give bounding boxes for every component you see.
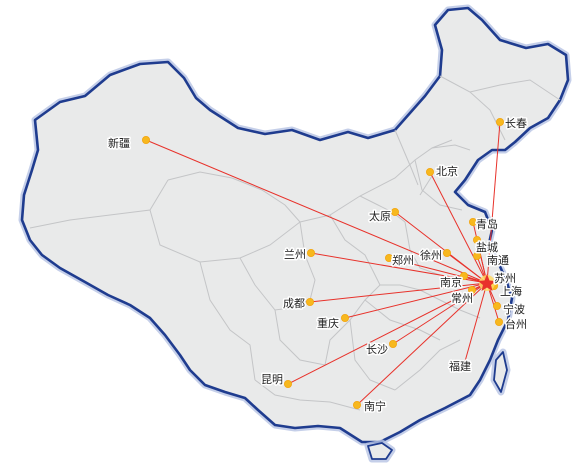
city-dot-nanjing xyxy=(459,271,468,280)
city-dot-zhengzhou xyxy=(384,253,393,262)
city-label-fujian: 福建 xyxy=(449,359,471,373)
city-dot-fujian xyxy=(459,360,468,369)
city-dot-changchun xyxy=(495,118,504,127)
city-labels: 新疆 长春北京太原青岛兰州 郑州徐州 盐城南通上海 南京常州宁波台州 成都重庆长沙福建昆明… xyxy=(107,116,529,415)
city-dot-xinjiang xyxy=(141,135,150,144)
city-dot-beijing xyxy=(425,167,434,176)
hub-label-suzhou: 苏州 xyxy=(494,272,516,285)
city-label-ningbo: 宁波 xyxy=(503,302,525,316)
country-shape xyxy=(18,4,572,446)
city-dot-nantong xyxy=(472,251,481,260)
city-label-chongqing: 重庆 xyxy=(317,316,339,330)
city-dot-xuzhou xyxy=(442,248,451,257)
city-label-xinjiang: 新疆 xyxy=(108,136,130,150)
city-label-taizhou: 台州 xyxy=(505,317,527,331)
city-dot-yancheng xyxy=(472,235,481,244)
city-dot-taizhou xyxy=(494,317,503,326)
city-label-changchun: 长春 xyxy=(505,117,527,130)
city-label-shanghai: 上海 xyxy=(500,284,522,298)
hainan-island xyxy=(364,439,396,463)
route-xuzhou xyxy=(446,252,488,284)
city-label-yancheng: 盐城 xyxy=(476,241,498,254)
city-dot-chongqing xyxy=(340,313,349,322)
city-dot-qingdao xyxy=(468,217,477,226)
city-label-chengdu: 成都 xyxy=(283,297,305,310)
route-changchun xyxy=(486,121,501,284)
city-dot-chengdu xyxy=(305,297,314,306)
hub-star-icon xyxy=(478,274,496,291)
city-label-zhengzhou: 郑州 xyxy=(392,253,414,267)
city-label-taiyuan: 太原 xyxy=(369,210,391,223)
city-label-nanning: 南宁 xyxy=(364,399,386,413)
city-label-nantong: 南通 xyxy=(487,254,509,267)
city-dot-lanzhou xyxy=(306,248,315,257)
city-dot-nanning xyxy=(352,400,361,409)
route-chongqing xyxy=(344,282,488,319)
city-dot-kunming xyxy=(283,379,292,388)
route-beijing xyxy=(429,171,488,284)
city-label-xuzhou: 徐州 xyxy=(420,248,442,262)
taiwan-island xyxy=(490,348,511,396)
city-label-nanjing: 南京 xyxy=(440,275,462,289)
route-nanning xyxy=(356,282,488,406)
route-fujian xyxy=(463,282,488,366)
city-markers xyxy=(141,118,504,409)
city-dot-taiyuan xyxy=(390,207,399,216)
city-label-kunming: 昆明 xyxy=(261,373,283,386)
city-dot-changsha xyxy=(388,339,397,348)
hub-marker-suzhou xyxy=(478,274,496,291)
route-kunming xyxy=(287,282,488,385)
city-dot-changzhou xyxy=(467,285,476,294)
route-xinjiang xyxy=(145,139,488,284)
city-label-beijing: 北京 xyxy=(436,164,458,178)
city-label-qingdao: 青岛 xyxy=(476,217,498,231)
city-label-lanzhou: 兰州 xyxy=(284,248,306,261)
route-lanzhou xyxy=(310,252,488,284)
city-label-changzhou: 常州 xyxy=(451,292,473,305)
city-label-changsha: 长沙 xyxy=(366,343,388,356)
city-dot-ningbo xyxy=(492,301,501,310)
route-chengdu xyxy=(309,282,488,303)
route-zhengzhou xyxy=(388,257,488,284)
